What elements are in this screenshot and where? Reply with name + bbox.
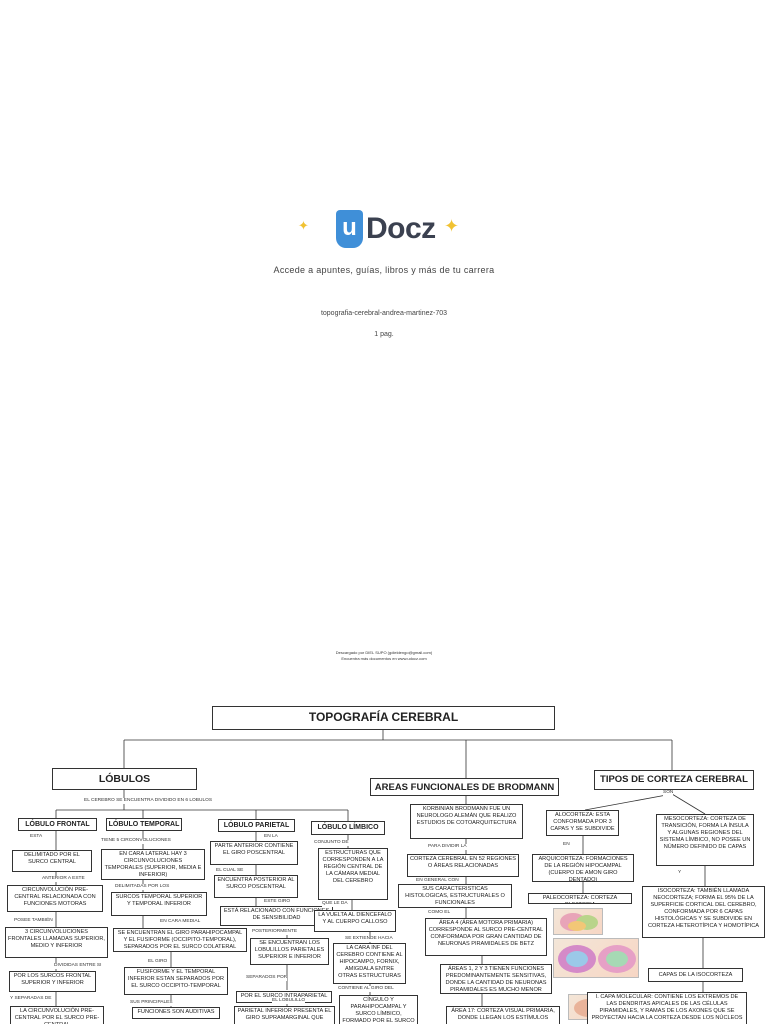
brodmann-connector-1: PARA DIVIDIR LA xyxy=(428,844,467,850)
parietal-connector-5: SEPARADOS POR xyxy=(246,975,288,981)
limbico-connector-3: SE EXTIENDE HACIA xyxy=(345,936,393,942)
brodmann-box-3: SUS CARACTERISTICAS HISTOLOGICAS, ESTRUC… xyxy=(398,884,512,908)
brodmann-box-5: ÁREAS 1, 2 Y 3 TIENEN FUNCIONES PREDOMIN… xyxy=(440,964,552,994)
brodmann-connector-2: EN GENERAL CON xyxy=(416,878,459,884)
lobulos-intro: EL CEREBRO SE ENCUENTRA DIVIDIDO EN 6 LO… xyxy=(84,798,213,804)
document-name: topografia-cerebral-andrea-martinez-703 xyxy=(320,310,448,317)
frontal-box-4: POR LOS SURCOS FRONTAL SUPERIOR Y INFERI… xyxy=(9,971,96,992)
corteza-box-capa-molecular: I. CAPA MOLECULAR: CONTIENE LOS EXTREMOS… xyxy=(587,992,747,1024)
temporal-connector-2: DELIMITADAS POR LOS xyxy=(115,884,170,890)
corteza-box-alocorteza: ALOCORTEZA: ESTA CONFORMADA POR 3 CAPAS … xyxy=(546,810,619,836)
corteza-box-isocorteza: ISOCORTEZA: TAMBIÉN LLAMADA NEOCORTEZA; … xyxy=(642,886,765,938)
limbico-box-4: CÍNGULO Y PARAHIPOCAMPAL Y SURCO LÍMBICO… xyxy=(339,995,418,1024)
limbico-connector-1: CONJUNTO DE xyxy=(314,840,349,846)
brodmann-box-6: ÁREA 17: CORTEZA VISUAL PRIMARIA, DONDE … xyxy=(446,1006,560,1024)
temporal-connector-5: SUS PRINCIPALES xyxy=(130,1000,173,1006)
lobulos-heading: LÓBULOS xyxy=(52,768,197,790)
temporal-connector-3: EN CARA MEDIAL xyxy=(160,919,201,925)
corteza-box-arquicorteza: ARQUICORTEZA: FORMACIONES DE LA REGIÓN H… xyxy=(532,854,634,882)
lobulo-limbico-label: LÓBULO LÍMBICO xyxy=(311,821,385,835)
tagline: Accede a apuntes, guías, libros y más de… xyxy=(273,265,495,275)
brodmann-heading: AREAS FUNCIONALES DE BRODMANN xyxy=(370,778,559,796)
corteza-box-mesocorteza: MESOCORTEZA: CORTEZA DE TRANSICIÓN, FORM… xyxy=(656,814,754,866)
lobulo-temporal-label: LÓBULO TEMPORAL xyxy=(106,818,182,831)
temporal-box-1: EN CARA LATERAL HAY 3 CIRCUNVOLUCIONES T… xyxy=(101,849,205,880)
udocz-badge-icon: u xyxy=(336,210,363,248)
parietal-connector-3: ESTE GIRO xyxy=(264,899,291,905)
frontal-connector-3: POSEE TAMBIÉN xyxy=(14,918,53,924)
temporal-box-3: SE ENCUENTRAN EL GIRO PARAHIPOCAMPAL Y E… xyxy=(113,928,247,952)
limbico-box-2: LA VUELTA AL DIENCEFALO Y AL CUERPO CALL… xyxy=(314,910,396,932)
download-line-1: Descargado por DIEL SUPO (gdieldengo@gma… xyxy=(335,650,433,655)
download-note: Descargado por DIEL SUPO (gdieldengo@gma… xyxy=(0,650,768,662)
frontal-connector-1: ESTA xyxy=(30,834,43,840)
sparkle-icon: ✦ xyxy=(444,216,460,236)
connector-lines xyxy=(55,730,706,1007)
temporal-connector-4: EL GIRO xyxy=(148,959,168,965)
parietal-box-6: PARIETAL INFERIOR PRESENTA EL GIRO SUPRA… xyxy=(234,1006,335,1024)
corteza-connector-0: SON xyxy=(663,790,674,796)
parietal-connector-4: POSTERIORMENTE xyxy=(252,929,298,935)
frontal-box-5: LA CIRCUNVOLUCIÓN PRE-CENTRAL POR EL SUR… xyxy=(10,1006,104,1024)
temporal-box-5: FUNCIONES SON AUDITIVAS xyxy=(132,1007,220,1019)
limbico-connector-2: QUE LE DA xyxy=(322,901,348,907)
parietal-box-4: SE ENCUENTRAN LOS LOBULILLOS PARIETALES … xyxy=(250,938,329,965)
brain-lateral-image xyxy=(553,908,603,935)
limbico-box-3: LA CARA INF DEL CEREBRO CONTIENE AL HIPO… xyxy=(333,943,406,984)
corteza-connector-2: Y xyxy=(678,870,682,876)
temporal-box-4: FUSIFORME Y EL TEMPORAL INFERIOR ESTAN S… xyxy=(124,967,228,995)
parietal-connector-2: EL CUAL SE xyxy=(216,868,244,874)
brodmann-box-2: CORTEZA CEREBRAL EN 52 REGIONES O ÁREAS … xyxy=(407,854,519,877)
udocz-logo: ✦ u Docz ✦ xyxy=(298,208,470,252)
temporal-box-2: SURCOS TEMPORAL SUPERIOR Y TEMPORAL INFE… xyxy=(111,892,207,916)
concept-map: TOPOGRAFÍA CEREBRAL LÓBULOS EL CEREBRO S… xyxy=(0,690,768,1024)
sparkle-icon: ✦ xyxy=(298,218,309,233)
limbico-box-1: ESTRUCTURAS QUE CORRESPONDEN A LA REGIÓN… xyxy=(318,848,388,900)
frontal-connector-5: Y SEPARADAS DE xyxy=(10,996,52,1002)
download-line-2: Encuentra más documentos en www.udocz.co… xyxy=(341,656,427,661)
brain-areas-image xyxy=(553,938,639,978)
temporal-connector-1: TIENE 5 CIRCONVOLUCIONES xyxy=(101,838,171,844)
corteza-box-capas: CAPAS DE LA ISOCORTEZA xyxy=(648,968,743,982)
parietal-connector-1: EN LA xyxy=(264,834,278,840)
frontal-connector-2: ANTERIOR A ESTE xyxy=(42,876,85,882)
parietal-box-1: PARTE ANTERIOR CONTIENE EL GIRO POSCENTR… xyxy=(210,841,298,865)
lobulo-parietal-label: LÓBULO PARIETAL xyxy=(218,819,295,832)
udocz-wordmark: Docz xyxy=(366,212,436,245)
corteza-heading: TIPOS DE CORTEZA CEREBRAL xyxy=(594,770,754,790)
cover-page: ✦ u Docz ✦ Accede a apuntes, guías, libr… xyxy=(0,208,768,662)
brodmann-box-4: ÁREA 4 (ÁREA MOTORA PRIMARIA) CORRESPOND… xyxy=(425,918,547,956)
lobulo-frontal-label: LÓBULO FRONTAL xyxy=(18,818,97,831)
map-title: TOPOGRAFÍA CEREBRAL xyxy=(212,706,555,730)
frontal-box-3: 3 CIRCUNVOLUCIONES FRONTALES LLAMADAS SU… xyxy=(5,927,108,958)
frontal-connector-4: DIVIDIDAS ENTRE SI xyxy=(54,963,102,969)
corteza-box-paleocorteza: PALEOCORTEZA: CORTEZA OLFATORIA xyxy=(528,893,632,904)
frontal-box-1: DELIMITADO POR EL SURCO CENTRAL xyxy=(12,850,92,872)
frontal-box-2: CIRCUNVOLUCIÓN PRE-CENTRAL RELACIONADA C… xyxy=(7,885,103,912)
brodmann-box-1: KORBINIAN BRODMANN FUE UN NEUROLOGO ALEM… xyxy=(410,804,523,839)
corteza-connector-1: EN xyxy=(563,842,570,848)
limbico-connector-4: CONTIENE AL GIRO DEL xyxy=(338,986,394,992)
parietal-connector-6: EL LOBULILLO xyxy=(272,998,306,1004)
brodmann-connector-3: COMO EL xyxy=(428,910,451,916)
page-count: 1 pag. xyxy=(374,331,394,338)
parietal-box-2: ENCUENTRA POSTERIOR AL SURCO POSCENTRAL xyxy=(214,875,298,898)
